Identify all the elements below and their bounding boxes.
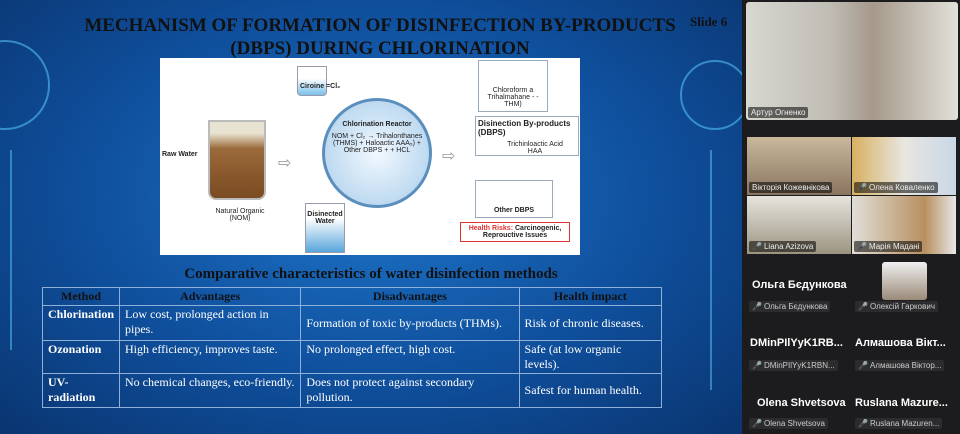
chlorine-container <box>297 66 327 96</box>
nom-label: Natural Organic (NOM) <box>215 208 265 222</box>
mic-muted-icon: 🎤 <box>752 361 762 370</box>
slide-title: MECHANISM OF FORMATION OF DISINFECTION B… <box>84 15 676 59</box>
chloroform-box: Chloroform a Trihalmahane - - THM) <box>478 60 548 112</box>
participants-panel: Артур Огненко Вікторія Кожевнікова 🎤Олен… <box>742 0 960 434</box>
slide-number: Slide 6 <box>690 14 728 29</box>
circuit-decoration <box>0 40 50 130</box>
disinfected-water-label: Disinected Water <box>307 211 343 225</box>
participant-label[interactable]: 🎤Ольга Бєдункова <box>749 301 831 312</box>
speaker-video[interactable]: Артур Огненко <box>746 2 958 120</box>
table-header-row: Method Advantages Disadvantages Health i… <box>41 287 663 306</box>
reactor-title: Chlorination Reactor <box>342 121 412 128</box>
table-cell: Formation of toxic by-products (THMs). <box>300 305 520 341</box>
table-cell: Does not protect against secondary pollu… <box>300 373 520 408</box>
table-cell: No chemical changes, eco-friendly. <box>119 373 302 408</box>
mic-muted-icon: 🎤 <box>752 302 762 311</box>
mic-muted-icon: 🎤 <box>857 183 867 192</box>
table-cell: Safest for human health. <box>518 373 663 408</box>
reactor-circle <box>322 98 432 208</box>
participant-label-text: Olena Shvetsova <box>763 419 825 428</box>
header-cell: Disadvantages <box>300 287 520 306</box>
header-cell: Method <box>41 287 121 306</box>
table-cell: Chlorination <box>41 305 121 341</box>
raw-water-beaker <box>208 120 266 200</box>
participant-name-text: Марія Мадані <box>868 242 920 251</box>
mic-muted-icon: 🎤 <box>857 242 867 251</box>
video-tile[interactable]: 🎤Liana Azizova <box>747 196 851 254</box>
table-cell: UV-radiation <box>41 373 121 408</box>
table-row: Ozonation High efficiency, improves tast… <box>41 340 663 374</box>
participant-label-text: Олексій Гаркович <box>869 302 935 311</box>
participant-label[interactable]: 🎤Алмашова Віктор... <box>855 360 945 371</box>
table-row: UV-radiation No chemical changes, eco-fr… <box>41 373 663 408</box>
participant-display-name: Алмашова Вікт... <box>855 337 946 349</box>
header-cell: Advantages <box>119 287 302 306</box>
participant-label[interactable]: 🎤Olena Shvetsova <box>749 418 828 429</box>
speaker-name: Артур Огненко <box>748 107 809 118</box>
table-cell: Safe (at low organic levels). <box>518 340 663 374</box>
video-tile[interactable]: 🎤Марія Мадані <box>852 196 956 254</box>
participant-name-text: Олена Коваленко <box>868 183 935 192</box>
dbps-box: Disinection By-products (DBPS) <box>475 116 579 156</box>
participant-display-name: Ольга Бєдункова <box>752 279 847 291</box>
circuit-decoration <box>710 150 712 390</box>
table-cell: Risk of chronic diseases. <box>518 305 663 341</box>
circuit-decoration <box>680 60 742 130</box>
video-tile[interactable]: Вікторія Кожевнікова <box>747 137 851 195</box>
participant-label-text: Ольга Бєдункова <box>763 302 828 311</box>
chlorine-label: Ciroine =Cl₂ <box>300 83 341 90</box>
participant-display-name: Olena Shvetsova <box>757 397 846 409</box>
mic-muted-icon: 🎤 <box>858 302 868 311</box>
participant-name: 🎤Марія Мадані <box>854 241 923 252</box>
reactor-equation: NOM + Cl₂ → Trihalonthanes (THMS) + Halo… <box>331 133 423 154</box>
arrow-icon: ⇨ <box>442 148 456 165</box>
participant-label-text: DMinPIlYyK1RBN... <box>763 361 835 370</box>
participant-name: 🎤Олена Коваленко <box>854 182 938 193</box>
mic-muted-icon: 🎤 <box>752 242 762 251</box>
mic-muted-icon: 🎤 <box>858 361 868 370</box>
participant-name: 🎤Liana Azizova <box>749 241 817 252</box>
participant-label-text: Ruslana Mazuren... <box>869 419 940 428</box>
health-risks-label: Health Risks: <box>468 225 514 232</box>
participant-display-name: Ruslana Mazure... <box>855 397 948 409</box>
haa-label: Trichinloactic Acid HAA <box>507 141 563 155</box>
chlorination-diagram: Raw Water Natural Organic (NOM) Ciroine … <box>160 58 580 255</box>
participant-name: Вікторія Кожевнікова <box>749 182 833 193</box>
disinfected-water-beaker <box>305 203 345 253</box>
arrow-icon: ⇨ <box>278 155 292 172</box>
participant-label[interactable]: 🎤Олексій Гаркович <box>855 301 938 312</box>
table-cell: High efficiency, improves taste. <box>119 340 302 374</box>
comparison-table: Method Advantages Disadvantages Health i… <box>41 287 663 408</box>
participant-avatar <box>882 262 927 300</box>
table-title: Comparative characteristics of water dis… <box>184 266 558 282</box>
table-cell: No prolonged effect, high cost. <box>300 340 520 374</box>
mic-muted-icon: 🎤 <box>858 419 868 428</box>
video-tile[interactable]: 🎤Олена Коваленко <box>852 137 956 195</box>
table-cell: Low cost, prolonged action in pipes. <box>119 305 302 341</box>
participant-label[interactable]: 🎤DMinPIlYyK1RBN... <box>749 360 838 371</box>
mic-muted-icon: 🎤 <box>752 419 762 428</box>
table-row: Chlorination Low cost, prolonged action … <box>41 305 663 341</box>
header-cell: Health impact <box>518 287 663 306</box>
health-risks-box: Health Risks: Carcinogenic, Reprouctive … <box>460 222 570 242</box>
participant-label[interactable]: 🎤Ruslana Mazuren... <box>855 418 943 429</box>
table-cell: Ozonation <box>41 340 121 374</box>
shared-slide: MECHANISM OF FORMATION OF DISINFECTION B… <box>0 0 742 434</box>
other-dbps-box: Other DBPS <box>475 180 553 218</box>
circuit-decoration <box>10 150 12 350</box>
raw-water-label: Raw Water <box>162 151 198 158</box>
health-risks-text: Carcinogenic, Reprouctive Issues <box>482 225 562 239</box>
participant-label-text: Алмашова Віктор... <box>869 361 942 370</box>
participant-display-name: DMinPIlYyK1RB... <box>750 337 843 349</box>
participant-name-text: Liana Azizova <box>763 242 814 251</box>
